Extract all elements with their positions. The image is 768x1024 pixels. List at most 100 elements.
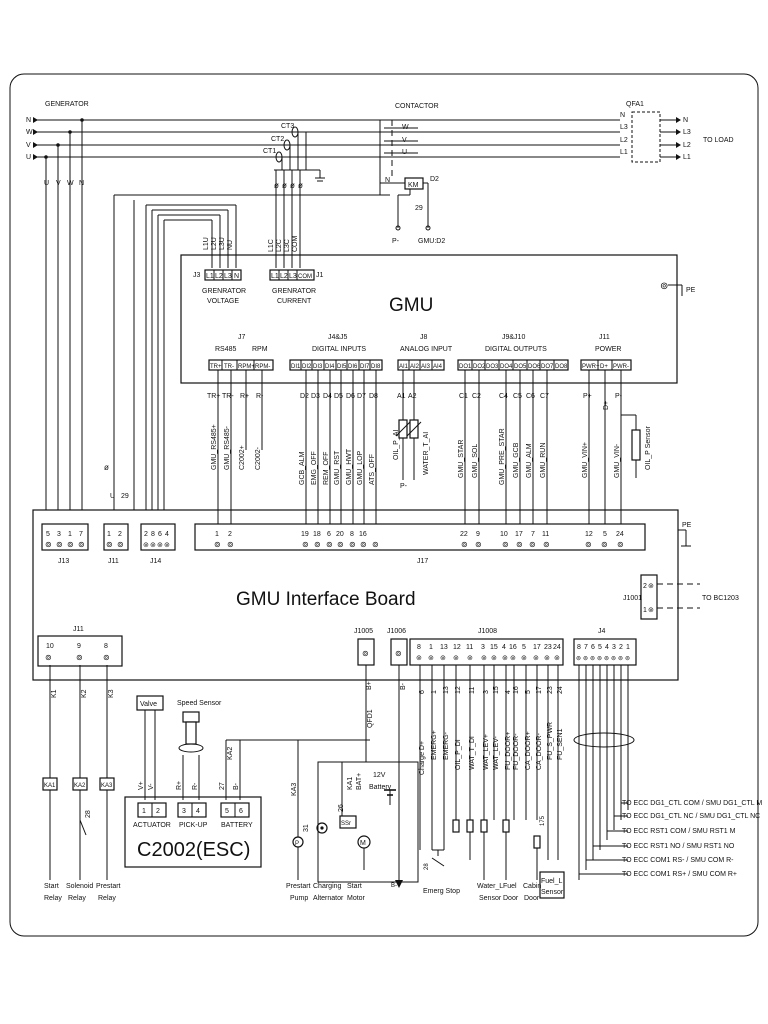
qfa1-l3: L3 [620,124,628,131]
j13-name: J13 [58,558,69,565]
svg-text:⊚: ⊚ [45,540,52,549]
svg-text:6: 6 [591,644,595,651]
u-label: U [110,493,115,500]
svg-text:⊚: ⊚ [543,540,550,549]
svg-text:⊚: ⊚ [611,656,616,662]
ecc-line-5: TO ECC COM1 RS- / SMU COM R- [622,857,734,864]
load-n: N [683,117,688,124]
label-start-relay-1: Start [44,883,59,890]
svg-text:5: 5 [603,531,607,538]
j9j10-pin-8: DO8 [555,364,568,370]
j1001-term-2: ⊚ [648,583,654,590]
j1-wire-com: COM [292,236,299,253]
k-relay-wires [49,665,108,880]
alternator-dot [320,826,324,830]
svg-text:⊚: ⊚ [337,540,344,549]
svg-text:6: 6 [158,531,162,538]
label-prestart-pump-1: Prestart [286,883,311,890]
j1001-name: J1001 [623,595,642,602]
svg-text:15: 15 [490,644,498,651]
j9j10-pin-2: DO2 [473,364,486,370]
svg-text:19: 19 [301,531,309,538]
esc-wire-27: 27 [219,782,226,790]
j1001-pin-1: 1 [643,607,647,614]
battery-box [317,761,419,883]
j1008-block [409,638,564,666]
svg-text:4: 4 [502,644,506,651]
j3-wire-l3u: L3U [219,237,226,250]
gmu-box [180,254,678,384]
k3-label: K3 [108,689,115,698]
j1008-sig-10: CA_DOOR+ [525,731,532,770]
j8-pin-1: AI1 [399,364,409,370]
svg-text:⊚: ⊚ [67,540,74,549]
j4j5-wire-2: D3 [311,393,320,400]
svg-text:4: 4 [605,644,609,651]
j3-wire-l1u: L1U [203,237,210,250]
ka2-box [72,777,88,791]
svg-text:24: 24 [616,531,624,538]
ka3-label: KA3 [101,783,113,789]
svg-text:⊚: ⊚ [491,655,497,662]
esc-pin-3: 3 [182,808,186,815]
svg-text:1: 1 [429,644,433,651]
j3-pin-l3: L3 [224,273,232,280]
j4j5-wire-4: D5 [334,393,343,400]
j14-name: J14 [150,558,161,565]
j9j10-pin-4: DO4 [500,364,513,370]
j9j10-title: DIGITAL OUTPUTS [485,346,547,353]
j7-rs485: RS485 [215,346,237,353]
j1001-block [640,574,658,620]
j4j5-wire-5: D6 [346,393,355,400]
svg-text:9: 9 [476,531,480,538]
j9j10-sig-5: GMU_ALM [526,443,533,478]
j4j5-sig-7: ATS_OFF [369,454,376,485]
svg-text:3: 3 [612,644,616,651]
svg-text:⊚: ⊚ [416,655,422,662]
j1008-wire-8: 4 [505,690,512,694]
svg-text:13: 13 [440,644,448,651]
j9j10-pin-3: DO3 [486,364,499,370]
svg-text:⊚: ⊚ [516,540,523,549]
esc-wire-bm: B- [233,782,240,790]
j1008-sig-11: CA_DOOR- [536,732,543,770]
num28-label: 28 [85,810,92,818]
svg-text:5: 5 [46,531,50,538]
esc-terminals [137,802,250,818]
svg-text:⊚: ⊚ [617,540,624,549]
j1008-wire-9: 16 [513,686,520,694]
svg-text:6: 6 [327,531,331,538]
svg-text:1: 1 [107,531,111,538]
j1008-sig-4: OIL_P_DI [455,739,462,770]
j7-pin-trp: TR+ [210,364,222,370]
j3-pin-l1: L1 [206,273,214,280]
j9j10-sig-2: GMU_SOL [472,444,479,478]
j17-pins: 1 2 19 18 6 20 8 16 22 9 10 17 7 11 12 5… [214,531,624,549]
j1008-sig-5: WAT_T_DI [469,736,476,770]
gen-line-n: N [26,117,31,124]
j1001-pin-2: 2 [643,583,647,590]
j4j5-sig-5: GMU_HWT [346,448,353,485]
j4-pins: 8 7 6 5 4 3 2 1 ⊚⊚⊚⊚⊚⊚⊚⊚ [576,644,630,662]
j8-name: J8 [420,334,428,341]
svg-text:2: 2 [118,531,122,538]
ct-to-j1-wires [275,170,301,268]
label-fuel-door-1: Fuel [503,883,517,890]
j17-block [194,523,646,551]
j11-top-pins: 1 2 ⊚⊚ [106,531,124,549]
svg-text:⊚: ⊚ [164,542,170,549]
j4j5-sig-6: GMU_LOP [357,450,364,485]
j11-bot-pin-9: 9 [77,643,81,650]
esc-wire-vm: V- [148,783,155,790]
gen-to-j3-wires [113,183,390,510]
svg-text:4: 4 [165,531,169,538]
j9j10-connector [457,359,569,371]
gmu-title: GMU [389,295,433,316]
svg-text:3: 3 [57,531,61,538]
svg-text:⊚: ⊚ [117,540,124,549]
j1-connector [269,269,315,281]
ssr-box [339,815,357,829]
svg-text:⊚: ⊚ [604,656,609,662]
svg-text:⊚: ⊚ [372,540,379,549]
j4j5-sig-2: EMG_OFF [311,451,318,485]
